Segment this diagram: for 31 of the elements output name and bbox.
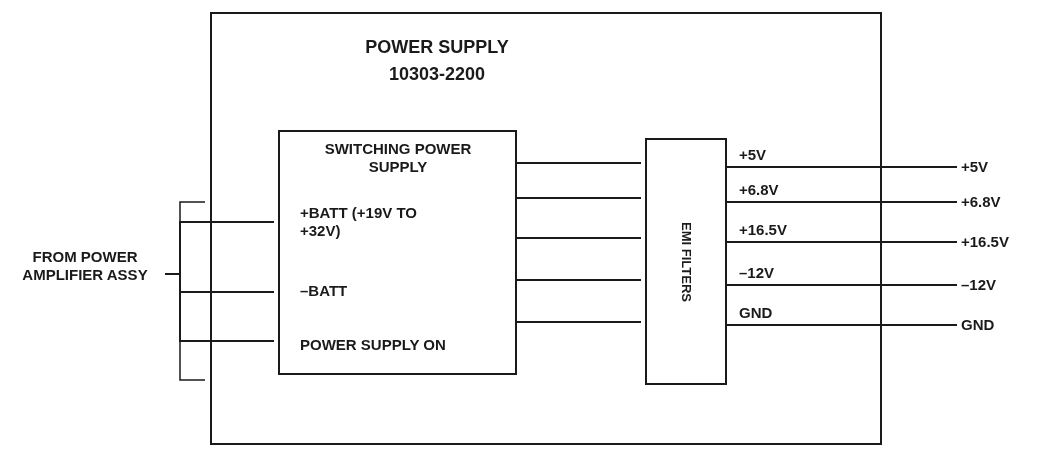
connector-line — [726, 201, 958, 203]
pin-label: –BATT — [300, 282, 349, 300]
edge-label: +16.5V — [739, 221, 787, 239]
edge-label: GND — [739, 304, 773, 322]
output-label: +6.8V — [961, 193, 1002, 211]
connector-line — [726, 284, 958, 286]
connector-line — [726, 166, 958, 168]
edge-label: –12V — [739, 264, 775, 282]
connector-line — [516, 279, 642, 281]
edge-label: +5V — [739, 146, 767, 164]
block-title: POWER SUPPLY 10303-2200 — [364, 36, 510, 86]
block-box — [210, 12, 882, 445]
pin-label: +BATT (+19V TO +32V) — [300, 204, 418, 240]
output-label: +16.5V — [961, 233, 1010, 251]
connector-line — [164, 273, 275, 342]
block-title: SWITCHING POWER SUPPLY — [323, 140, 473, 176]
block-box — [645, 138, 727, 385]
output-label: –12V — [961, 276, 998, 294]
output-label: GND — [961, 316, 996, 334]
connector-line — [726, 241, 958, 243]
connector-line — [516, 162, 642, 164]
edge-label: +6.8V — [739, 181, 779, 199]
pin-label: POWER SUPPLY ON — [300, 336, 447, 354]
source-label: FROM POWER AMPLIFIER ASSY — [21, 248, 149, 284]
connector-line — [516, 197, 642, 199]
connector-line — [726, 324, 958, 326]
output-label: +5V — [961, 158, 990, 176]
block-title: EMI FILTERS — [678, 221, 695, 302]
connector-line — [516, 321, 642, 323]
connector-line — [516, 237, 642, 239]
block-box — [278, 130, 517, 375]
